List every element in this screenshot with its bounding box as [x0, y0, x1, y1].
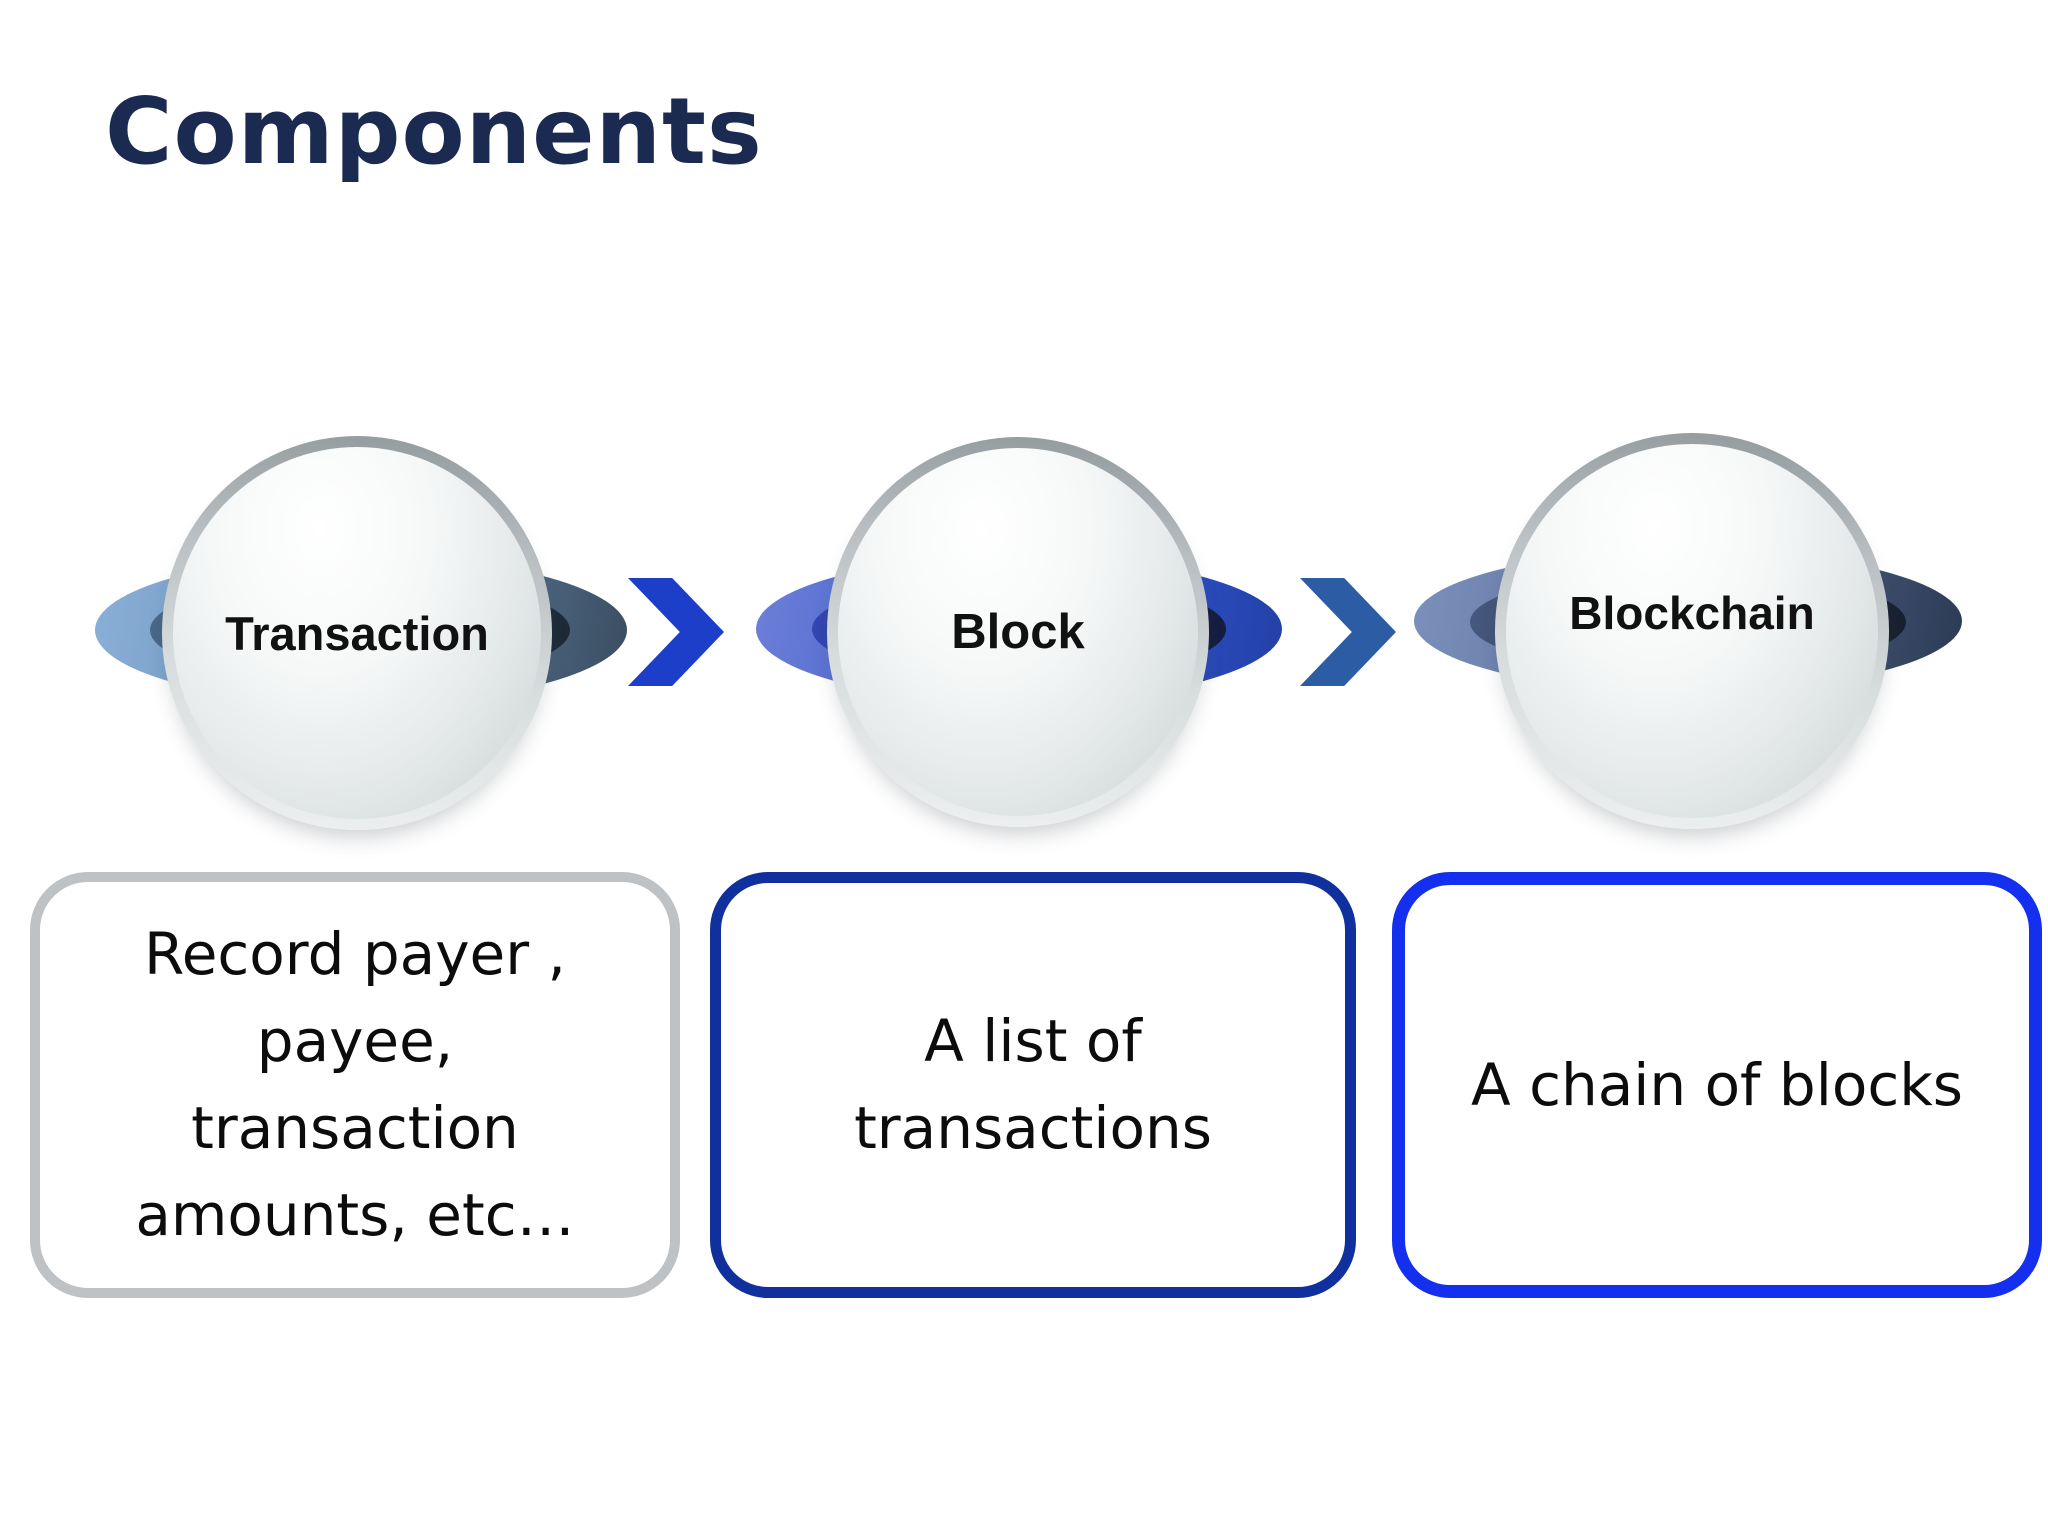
card-text-line: amounts, etc…: [135, 1181, 575, 1249]
card-text-line: A list of: [924, 1007, 1142, 1075]
block-description-card: A list of transactions: [710, 872, 1356, 1298]
transaction-sphere-label: Transaction: [225, 606, 489, 660]
card-text-line: payee,: [256, 1007, 454, 1075]
transaction-sphere: Transaction: [162, 436, 552, 830]
blockchain-sphere: Blockchain: [1495, 433, 1889, 829]
transaction-description-card: Record payer , payee, transaction amount…: [30, 872, 680, 1298]
blockchain-description-card: A chain of blocks: [1392, 872, 2042, 1298]
arrow-right-icon: [628, 578, 724, 686]
card-text-line: A chain of blocks: [1470, 1050, 1964, 1119]
block-sphere: Block: [827, 437, 1209, 827]
block-sphere-label: Block: [951, 605, 1085, 659]
card-text-line: Record payer ,: [144, 920, 566, 988]
card-text-line: transactions: [854, 1094, 1212, 1162]
blockchain-sphere-label: Blockchain: [1569, 587, 1815, 639]
arrow-right-icon: [1300, 578, 1396, 686]
card-text-line: transaction: [191, 1094, 519, 1162]
slide-title: Components: [105, 78, 763, 185]
